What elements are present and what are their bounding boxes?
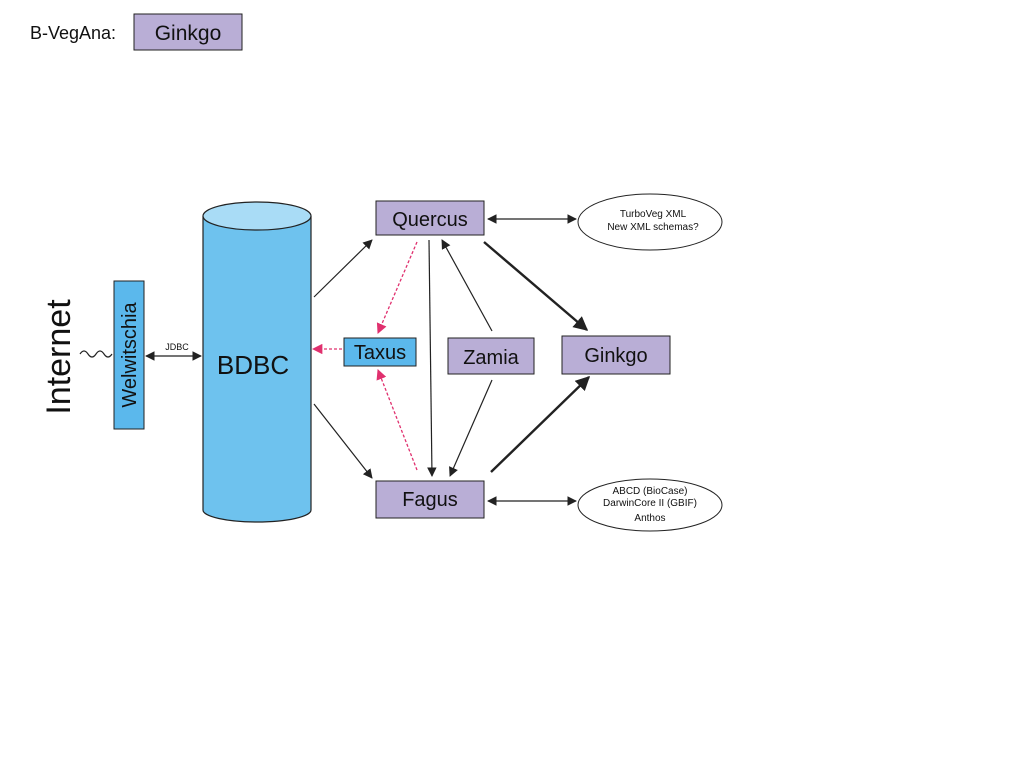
- fagus-box: [375, 480, 485, 519]
- formats-top-line2: New XML schemas?: [607, 222, 699, 233]
- formats-top-line1: TurboVeg XML: [620, 209, 687, 220]
- internet-label: Internet: [40, 299, 78, 415]
- arrow-quercus-to-fagus: [427, 239, 437, 477]
- ginkgo-label: Ginkgo: [584, 345, 647, 367]
- arrow-quercus-to-ginkgo: [483, 241, 589, 331]
- arrow-bdbc-to-quercus: [313, 239, 373, 298]
- header-ginkgo-box: [133, 13, 243, 51]
- arrow-quercus-to-taxus: [376, 241, 418, 334]
- zamia-box: [447, 337, 535, 375]
- quercus-label: Quercus: [392, 209, 468, 231]
- jdbc-label: JDBC: [165, 342, 189, 352]
- header-ginkgo-label: Ginkgo: [155, 22, 222, 45]
- zamia-label: Zamia: [463, 347, 519, 369]
- welwitschia-label: Welwitschia: [119, 302, 141, 408]
- header-prefix: B-VegAna:: [30, 23, 116, 43]
- formats-bottom-line1: ABCD (BioCase): [612, 486, 687, 497]
- bdbc-label: BDBC: [217, 350, 289, 380]
- formats-bottom-line2: DarwinCore II (GBIF): [603, 498, 697, 509]
- welwitschia-box: [113, 280, 145, 430]
- arrow-fagus-to-ginkgo: [490, 375, 591, 473]
- bdbc-database-cylinder: [202, 201, 312, 523]
- fagus-label: Fagus: [402, 489, 458, 511]
- taxus-box: [343, 337, 417, 367]
- arrow-fagus-to-taxus: [376, 369, 418, 471]
- arrow-zamia-to-fagus: [449, 379, 493, 477]
- formats-bottom-ellipse: [577, 478, 723, 532]
- ginkgo-box: [561, 335, 671, 375]
- arrow-bdbc-to-fagus: [313, 403, 373, 479]
- arrow-zamia-to-quercus: [441, 239, 493, 332]
- taxus-label: Taxus: [354, 342, 406, 364]
- formats-top-ellipse: [577, 193, 723, 251]
- connection-wave-icon: [79, 350, 113, 358]
- formats-bottom-line3: Anthos: [634, 513, 665, 524]
- quercus-box: [375, 200, 485, 236]
